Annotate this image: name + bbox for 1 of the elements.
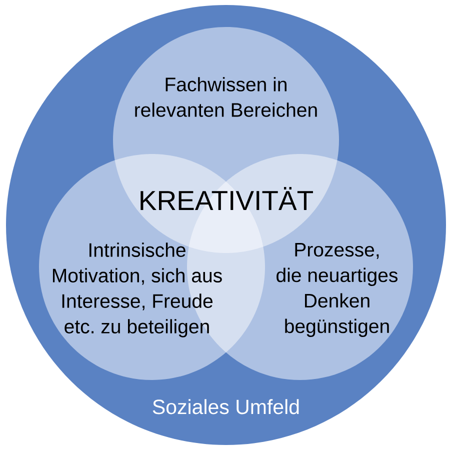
center-label: KREATIVITÄT	[140, 187, 313, 210]
